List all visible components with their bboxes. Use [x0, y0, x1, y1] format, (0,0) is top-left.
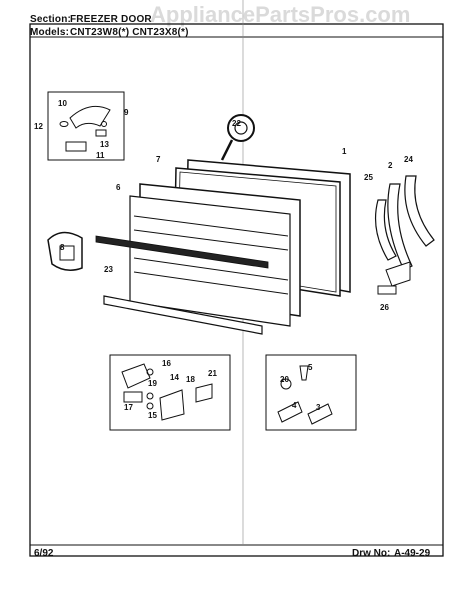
callout-15: 15: [148, 411, 157, 420]
callout-1: 1: [342, 147, 347, 156]
footer-date: 6/92: [34, 548, 54, 559]
callout-5: 5: [308, 363, 313, 372]
hinge-inset: [47, 91, 125, 161]
callout-23: 23: [104, 265, 113, 274]
callout-11: 11: [96, 151, 105, 160]
callout-3: 3: [316, 403, 321, 412]
callout-10: 10: [58, 99, 67, 108]
callout-20: 20: [280, 375, 289, 384]
section-label: Section:: [30, 14, 72, 25]
callout-7: 7: [156, 155, 161, 164]
diagram-border: [29, 23, 444, 557]
callout-19: 19: [148, 379, 157, 388]
freezer-door-assembly: [95, 159, 351, 335]
callout-26: 26: [380, 303, 389, 312]
models-value: CNT23W8(*) CNT23X8(*): [70, 27, 189, 38]
callout-2: 2: [388, 161, 393, 170]
callout-9: 9: [124, 108, 129, 117]
hinge-parts-right: [374, 175, 435, 295]
callout-8: 8: [60, 243, 65, 252]
handle-assembly: [220, 114, 255, 161]
hardware-inset: [265, 354, 357, 431]
callout-21: 21: [208, 369, 217, 378]
drawing-label: Drw No:: [352, 548, 391, 559]
callout-14: 14: [170, 373, 179, 382]
drawing-number: A-49-29: [394, 548, 431, 559]
callout-16: 16: [162, 359, 171, 368]
callout-6: 6: [116, 183, 121, 192]
callout-12: 12: [34, 122, 43, 131]
callout-24: 24: [404, 155, 413, 164]
callout-22: 22: [232, 119, 241, 128]
callout-25: 25: [364, 173, 373, 182]
models-label: Models:: [30, 27, 70, 38]
door-stop-inset: [47, 231, 83, 271]
section-value: FREEZER DOOR: [70, 14, 152, 25]
callout-17: 17: [124, 403, 133, 412]
callout-4: 4: [292, 401, 297, 410]
callout-13: 13: [100, 140, 109, 149]
watermark: AppliancePartsPros.com: [150, 2, 411, 27]
hinge-kit-inset: [109, 354, 231, 431]
callout-18: 18: [186, 375, 195, 384]
